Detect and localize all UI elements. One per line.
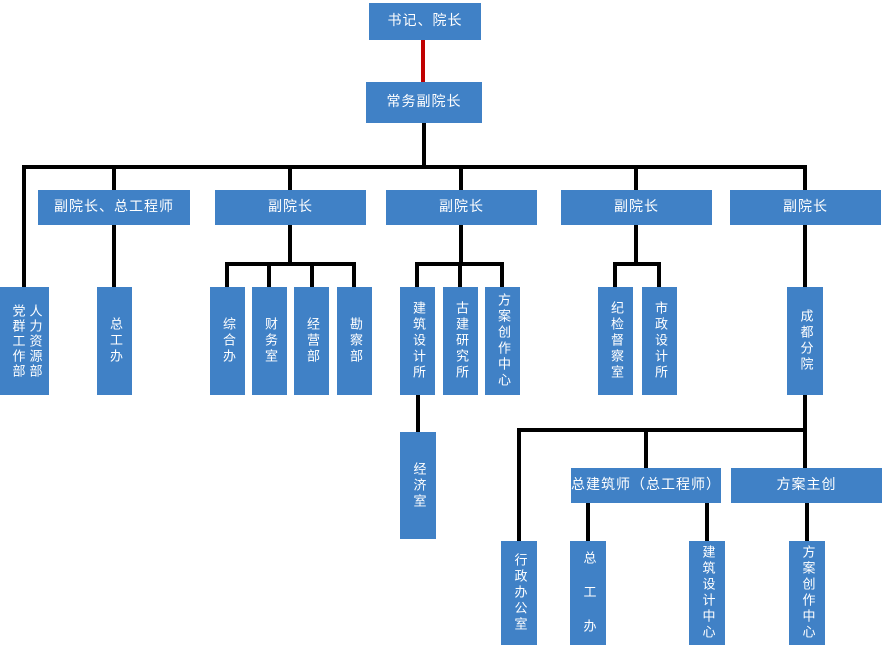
node-secretary-dean: 书记、院长	[369, 3, 481, 40]
connector-drop-admin-office	[517, 428, 521, 541]
node-label: 总建筑师（总工程师）	[571, 476, 721, 493]
connector-drop-vice-dean-3	[634, 169, 638, 190]
node-chief-engineer-office: 总工办	[97, 287, 132, 395]
connector-exec-stem	[422, 123, 426, 165]
node-label: 总 工 办	[580, 551, 596, 635]
connector-vd3-stem	[634, 225, 638, 262]
node-business-dept: 经营部	[294, 287, 329, 395]
connector-vd2-stem	[459, 225, 463, 262]
connector-drop-vice-dean-4	[803, 169, 807, 190]
node-general-office: 综合办	[210, 287, 245, 395]
connector-vd2-branch	[415, 262, 504, 266]
node-label: 古建研究所	[453, 301, 468, 381]
node-scheme-lead: 方案主创	[731, 468, 882, 503]
node-label: 方案创作中心	[495, 293, 510, 389]
node-label: 副院长	[268, 198, 313, 215]
node-label: 纪检督察室	[608, 301, 623, 381]
connector-drop-municipal-design	[657, 266, 661, 287]
node-vice-dean-chief-engineer: 副院长、总工程师	[38, 190, 190, 225]
connector-arch-to-economics	[416, 395, 420, 432]
node-label: 方案创作中心	[799, 545, 815, 641]
node-label: 财务室	[262, 317, 277, 365]
node-label: 方案主创	[776, 476, 837, 493]
connector-drop-vice-dean-2	[459, 169, 463, 190]
node-label: 综合办	[220, 317, 235, 365]
node-vice-dean-4: 副院长	[730, 190, 881, 225]
connector-vd4-to-chengdu	[803, 225, 807, 287]
node-arch-design-institute: 建筑设计所	[400, 287, 435, 395]
node-label: 副院长、总工程师	[54, 198, 174, 215]
connector-vdce-to-chief-eng-office	[112, 225, 116, 287]
node-survey-dept: 勘察部	[337, 287, 372, 395]
connector-drop-chief-architect	[644, 432, 648, 468]
connector-drop-arch-design-institute	[415, 266, 419, 287]
node-label: 勘察部	[347, 317, 362, 365]
connector-drop-cd-chief-eng-office	[586, 503, 590, 541]
connector-drop-party-mass-hr	[22, 165, 26, 287]
connector-drop-scheme-lead	[803, 432, 807, 468]
connector-chengdu-stem	[803, 395, 807, 432]
node-chengdu-branch: 成都分院	[787, 287, 823, 395]
node-label-col1: 党群工作部	[9, 303, 25, 379]
connector-vd3-branch	[613, 262, 661, 266]
connector-drop-vice-dean-1	[288, 169, 292, 190]
node-cd-chief-engineer-office: 总 工 办	[570, 541, 606, 645]
node-cd-arch-design-center: 建筑设计中心	[689, 541, 725, 645]
node-label: 建筑设计中心	[699, 545, 715, 641]
connector-drop-scheme-creation-center	[500, 266, 504, 287]
node-vice-dean-2: 副院长	[386, 190, 537, 225]
connector-root-red	[421, 40, 425, 82]
node-label: 总工办	[107, 317, 122, 365]
node-vice-dean-1: 副院长	[215, 190, 366, 225]
node-label: 成都分院	[797, 309, 813, 373]
connector-drop-ancient-arch-institute	[458, 266, 462, 287]
connector-drop-survey-dept	[352, 266, 356, 287]
node-vice-dean-3: 副院长	[561, 190, 712, 225]
node-label: 副院长	[614, 198, 659, 215]
node-discipline-inspection-office: 纪检督察室	[598, 287, 633, 395]
node-finance-office: 财务室	[252, 287, 287, 395]
node-ancient-arch-institute: 古建研究所	[443, 287, 478, 395]
node-exec-vice-dean: 常务副院长	[366, 82, 482, 123]
node-municipal-design-institute: 市政设计所	[642, 287, 677, 395]
node-chief-architect: 总建筑师（总工程师）	[571, 468, 721, 503]
node-label: 副院长	[439, 198, 484, 215]
node-admin-office: 行政办公室	[501, 541, 537, 645]
connector-drop-finance-office	[267, 266, 271, 287]
connector-vd1-branch	[225, 262, 356, 266]
node-label: 经济室	[410, 461, 426, 510]
node-label: 副院长	[783, 198, 828, 215]
connector-vd1-stem	[288, 225, 292, 262]
node-label: 书记、院长	[387, 12, 463, 29]
connector-drop-general-office	[225, 266, 229, 287]
node-label: 市政设计所	[652, 301, 667, 381]
node-party-mass-hr: 党群工作部 人力资源部	[0, 287, 49, 395]
node-cd-scheme-creation-center: 方案创作中心	[789, 541, 825, 645]
connector-drop-cd-scheme-creation-center	[805, 503, 809, 541]
connector-drop-vice-dean-chief-engineer	[112, 169, 116, 190]
node-label: 行政办公室	[511, 553, 527, 633]
node-label: 建筑设计所	[410, 301, 425, 381]
connector-drop-cd-arch-design-center	[705, 503, 709, 541]
node-scheme-creation-center: 方案创作中心	[485, 287, 520, 395]
node-label-col2: 人力资源部	[26, 303, 42, 379]
node-label: 经营部	[304, 317, 319, 365]
node-label: 常务副院长	[386, 93, 462, 110]
node-economics-office: 经济室	[400, 432, 436, 539]
connector-main-horizontal	[22, 165, 807, 169]
connector-drop-business-dept	[310, 266, 314, 287]
connector-chengdu-branch	[517, 428, 807, 432]
connector-drop-discipline-office	[613, 266, 617, 287]
